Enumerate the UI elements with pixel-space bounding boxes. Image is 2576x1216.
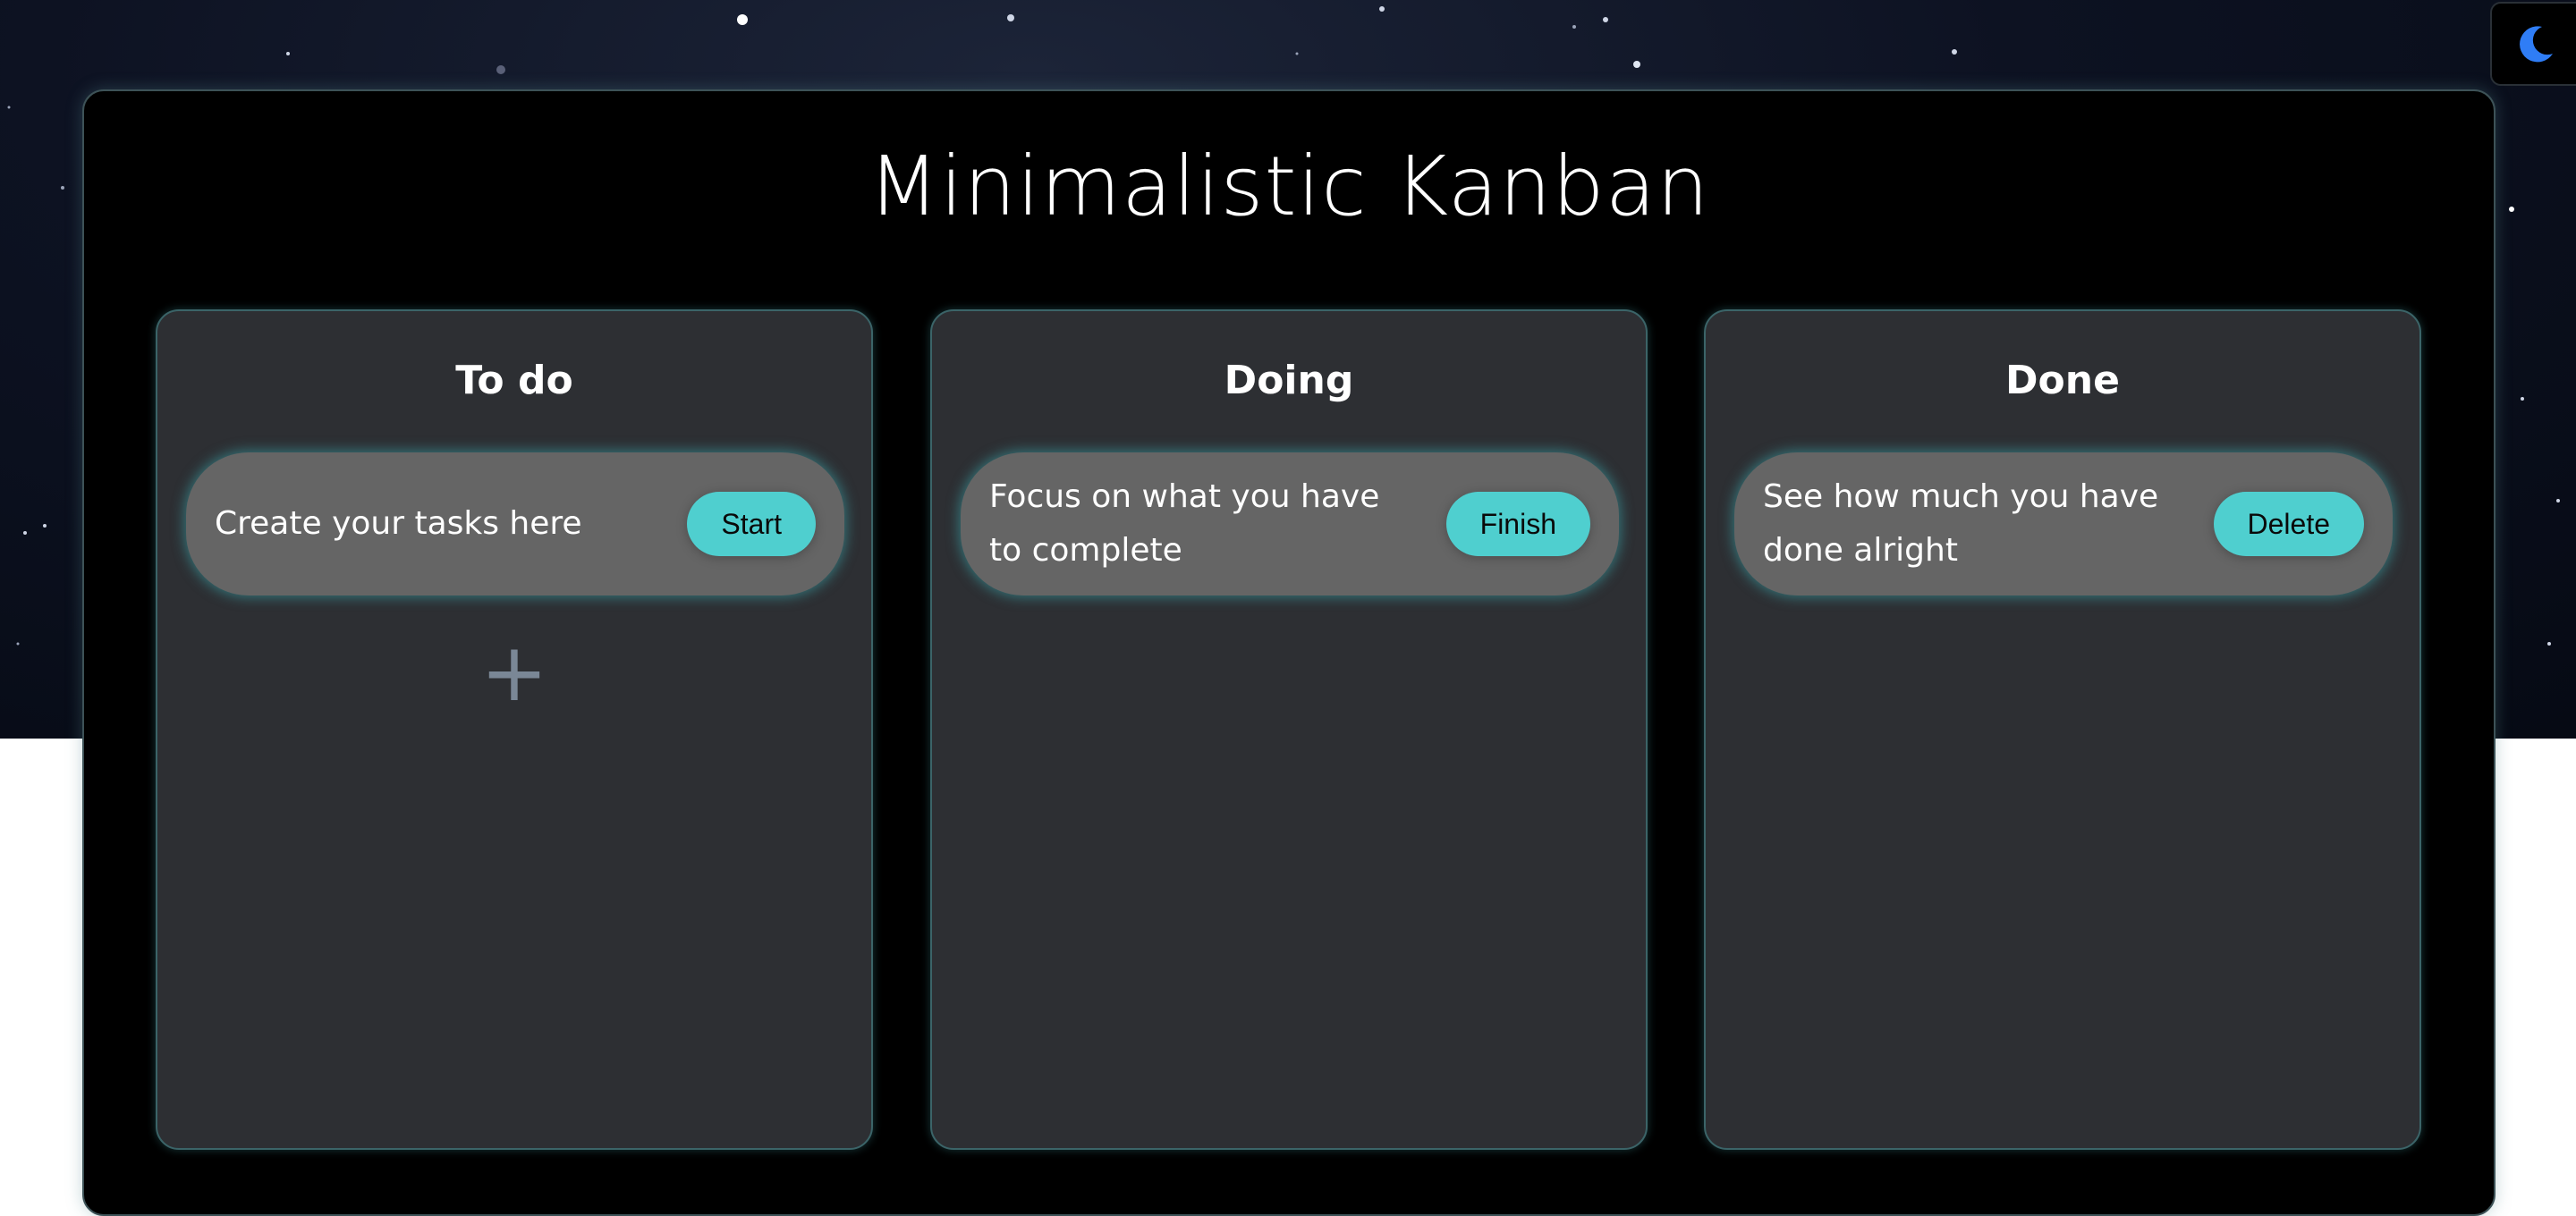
kanban-board: Minimalistic Kanban To do Create your ta… — [82, 89, 2496, 1216]
task-card[interactable]: Focus on what you have to complete Finis… — [961, 452, 1619, 595]
task-card[interactable]: See how much you have done alright Delet… — [1734, 452, 2393, 595]
column-title: To do — [455, 358, 573, 403]
add-task-button[interactable]: + — [480, 626, 548, 720]
page-title: Minimalistic Kanban — [868, 139, 1710, 234]
delete-button[interactable]: Delete — [2213, 492, 2364, 556]
starfield — [7, 6, 2560, 646]
column-done: Done See how much you have done alright … — [1704, 309, 2421, 1150]
task-card[interactable]: Create your tasks here Start — [186, 452, 844, 595]
start-button[interactable]: Start — [687, 492, 816, 556]
moon-icon — [2520, 26, 2553, 63]
finish-button[interactable]: Finish — [1445, 492, 1590, 556]
column-title: Done — [2005, 358, 2120, 403]
task-text: Focus on what you have to complete — [989, 478, 1380, 569]
column-todo: To do Create your tasks here Start + — [156, 309, 873, 1150]
column-doing: Doing Focus on what you have to complete… — [930, 309, 1648, 1150]
task-text: See how much you have done alright — [1763, 478, 2159, 569]
theme-toggle-button[interactable] — [2490, 2, 2576, 86]
column-title: Doing — [1224, 358, 1354, 403]
task-text: Create your tasks here — [215, 505, 582, 542]
